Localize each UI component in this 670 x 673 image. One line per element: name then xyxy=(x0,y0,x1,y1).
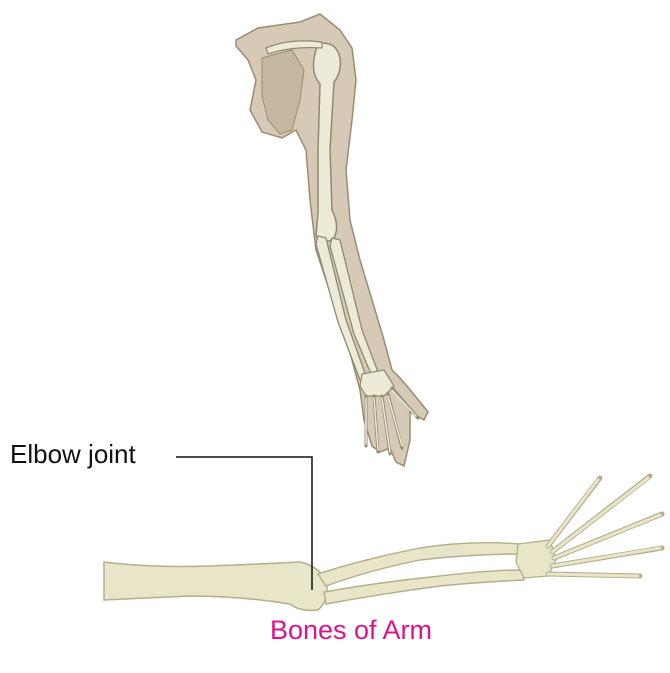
lower-hand-bones xyxy=(548,476,662,576)
figure-caption: Bones of Arm xyxy=(0,617,670,644)
arm-silhouette-illustration xyxy=(236,14,428,466)
lower-humerus-bone xyxy=(104,562,327,610)
horizontal-arm-bones-illustration xyxy=(104,476,662,610)
elbow-joint-label: Elbow joint xyxy=(10,441,136,467)
